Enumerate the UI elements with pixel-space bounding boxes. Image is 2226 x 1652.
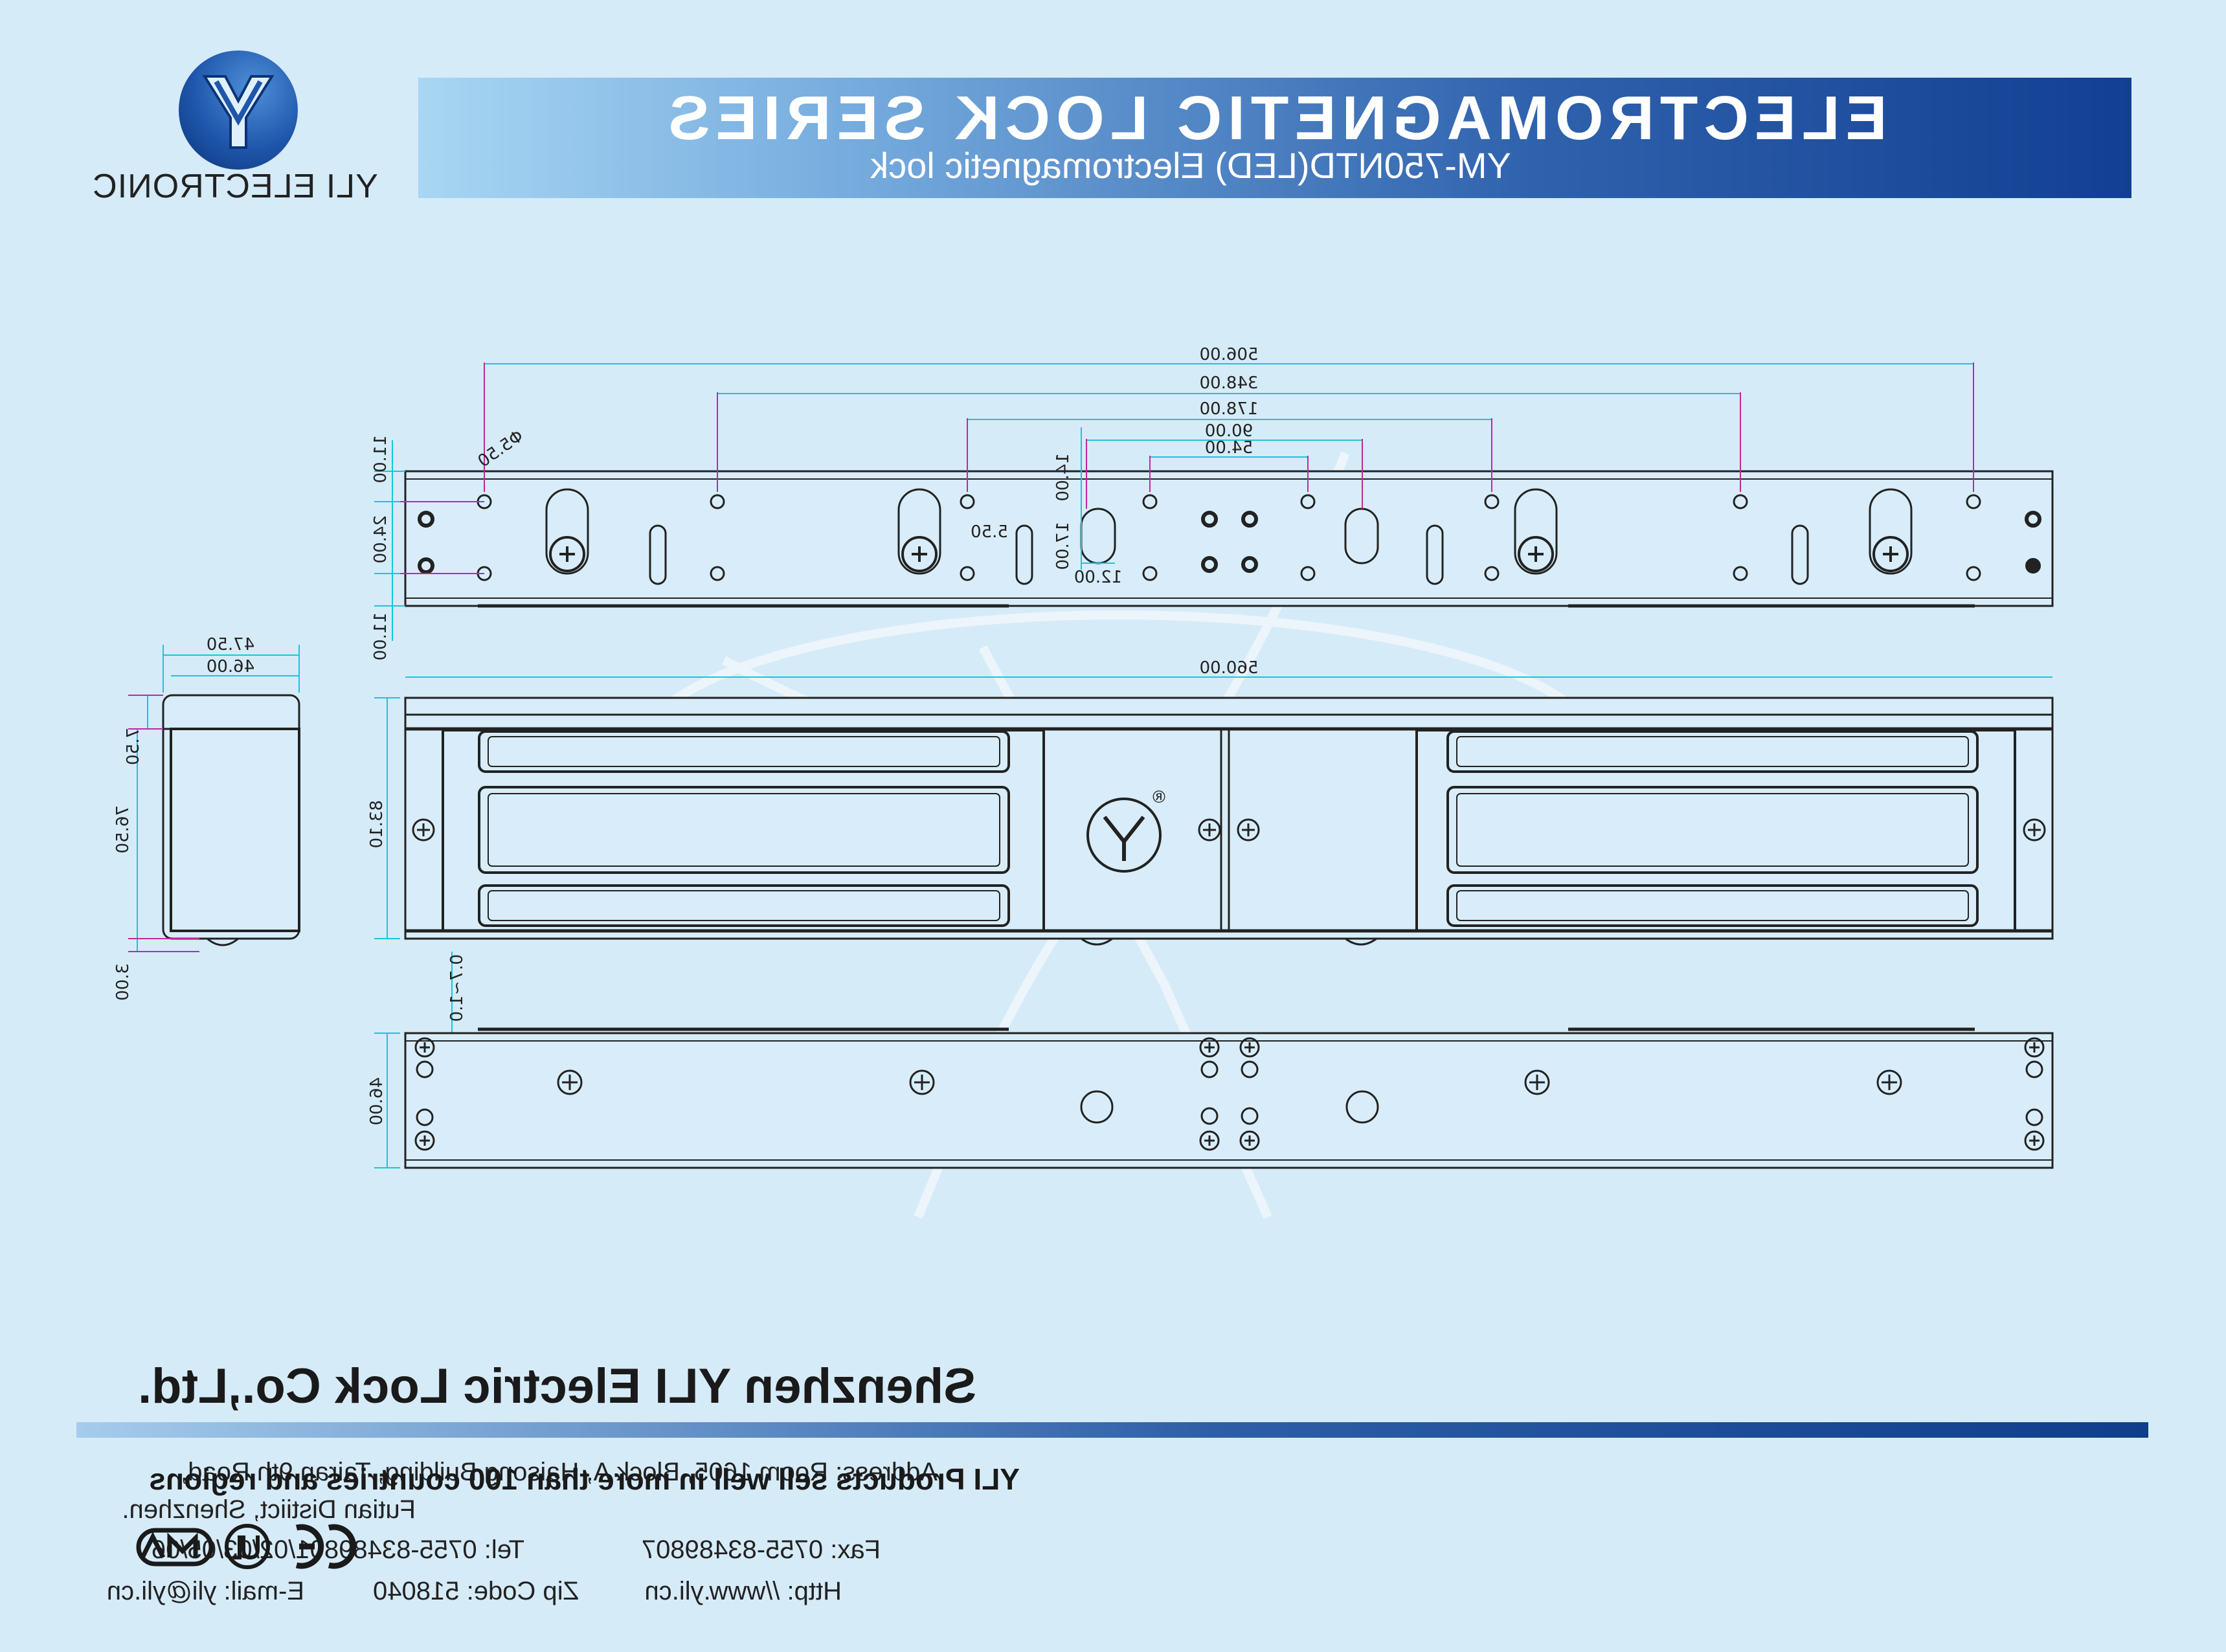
dim-outer-holes: 348.00 [1200,374,1259,393]
dim-inner-holes: 90.00 [1205,421,1253,441]
dim-hole-diameter: Φ5.50 [475,427,527,472]
registered-mark: ® [1151,788,1167,807]
website-link[interactable]: Http: //www.yli.cn [644,1577,842,1605]
dim-edge-bottom: 11.00 [371,612,390,660]
slot-screws [549,536,1909,572]
front-screws [412,818,2046,842]
cma-mark-icon [136,1528,214,1567]
dim-front-gap: 0.7~1.0 [447,954,467,1021]
dim-edge-top: 11.00 [371,435,390,483]
company-name: Shenzhen YLI Electric Lock Co.,Ltd. [137,1359,976,1414]
led-holes [418,511,2041,574]
front-dimension-labels: 560.00 83.10 0.7~1.0 ® [367,658,1258,1021]
dim-slot-offset: 17.00 [1053,522,1073,570]
slogan: YLI Products sell well in more than 100 … [149,1462,1020,1496]
side-body-outline [162,694,300,940]
dim-slot-width: 12.00 [1074,568,1122,587]
brand-logo [179,50,298,170]
footer-divider [76,1422,2148,1438]
bottom-holes [416,1060,2043,1126]
bottom-view [374,1027,2054,1169]
email: E-mail: yli@yli.cn [106,1577,304,1605]
adjust-slots [545,488,1913,585]
dim-front-length: 560.00 [1200,658,1259,678]
dim-slot-height: 14.00 [1053,453,1073,501]
dim-hole-spacing: 24.00 [371,515,390,563]
side-dimension-lines [137,645,300,952]
dim-slot-gap: 5.50 [971,522,1008,542]
y-logo-icon [202,75,275,149]
side-dimension-labels: 47.50 46.00 7.50 76.50 3.00 [113,635,254,1001]
dim-mid-holes: 178.00 [1200,399,1259,419]
dim-bottom-width: 46.00 [367,1077,387,1125]
dim-side-inner-width: 46.00 [207,657,254,676]
mounting-holes [477,494,1981,581]
ul-mark-icon [225,1524,270,1569]
bottom-plate-outline [404,1032,2054,1169]
dim-front-height: 83.10 [367,800,387,848]
coil-windows [478,730,1979,927]
front-dimension-lines [374,676,2052,1036]
dim-side-body-height: 76.50 [113,805,133,853]
top-plate-outline [404,470,2054,607]
dim-side-top-step: 7.50 [124,728,143,765]
top-dimension-labels: 506.00 348.00 178.00 90.00 54.00 Φ5.50 1… [371,345,1258,660]
front-center-logo [1086,798,1162,873]
certification-marks [136,1524,357,1569]
side-view [128,645,300,952]
dim-center-holes: 54.00 [1205,438,1253,458]
dim-side-outer-width: 47.50 [207,635,254,654]
bottom-dimension-labels: 46.00 [367,1077,387,1125]
ce-mark-icon [295,1524,357,1569]
dim-overall: 506.00 [1200,345,1259,364]
bottom-screws [414,1037,2045,1151]
dim-side-bottom-step: 3.00 [113,963,133,1001]
top-view [374,363,2054,641]
fax: Fax: 0755-83489807 [641,1535,881,1564]
front-view [374,676,2054,1036]
top-extension-lines [400,363,1974,574]
zip-code: Zip Code: 518040 [372,1577,579,1605]
